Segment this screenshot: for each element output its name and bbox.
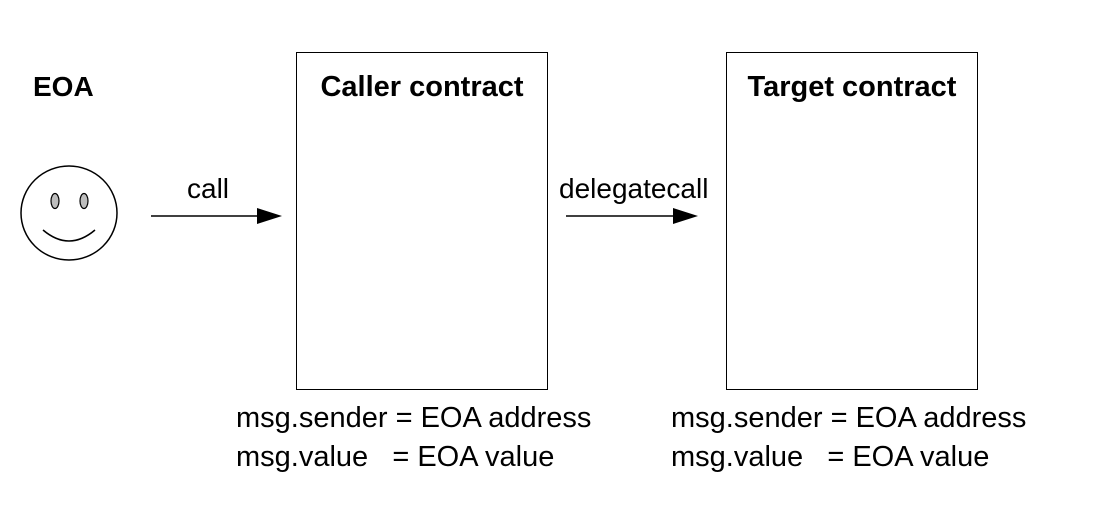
target-msg-sender: msg.sender = EOA address bbox=[671, 402, 1027, 434]
delegatecall-arrow-label: delegatecall bbox=[559, 173, 709, 204]
target-msg-value: msg.value = EOA value bbox=[671, 441, 990, 473]
call-arrow bbox=[151, 208, 282, 224]
call-arrow-label: call bbox=[187, 173, 230, 204]
caller-msg-sender: msg.sender = EOA address bbox=[236, 402, 592, 434]
delegatecall-arrow-head bbox=[673, 208, 698, 224]
smiley-face-outline bbox=[20, 165, 118, 261]
caller-msg-value: msg.value = EOA value bbox=[236, 441, 555, 473]
delegatecall-arrow bbox=[566, 208, 698, 224]
caller-contract-box: Caller contract bbox=[296, 52, 548, 390]
smiley-right-eye bbox=[79, 192, 89, 210]
smiley-mouth bbox=[42, 229, 96, 242]
target-contract-title: Target contract bbox=[747, 71, 957, 103]
caller-contract-title: Caller contract bbox=[320, 71, 524, 103]
target-contract-box: Target contract bbox=[726, 52, 978, 390]
smiley-face-icon bbox=[20, 165, 118, 261]
smiley-left-eye bbox=[50, 192, 60, 210]
eoa-title: EOA bbox=[33, 71, 94, 102]
call-arrow-head bbox=[257, 208, 282, 224]
